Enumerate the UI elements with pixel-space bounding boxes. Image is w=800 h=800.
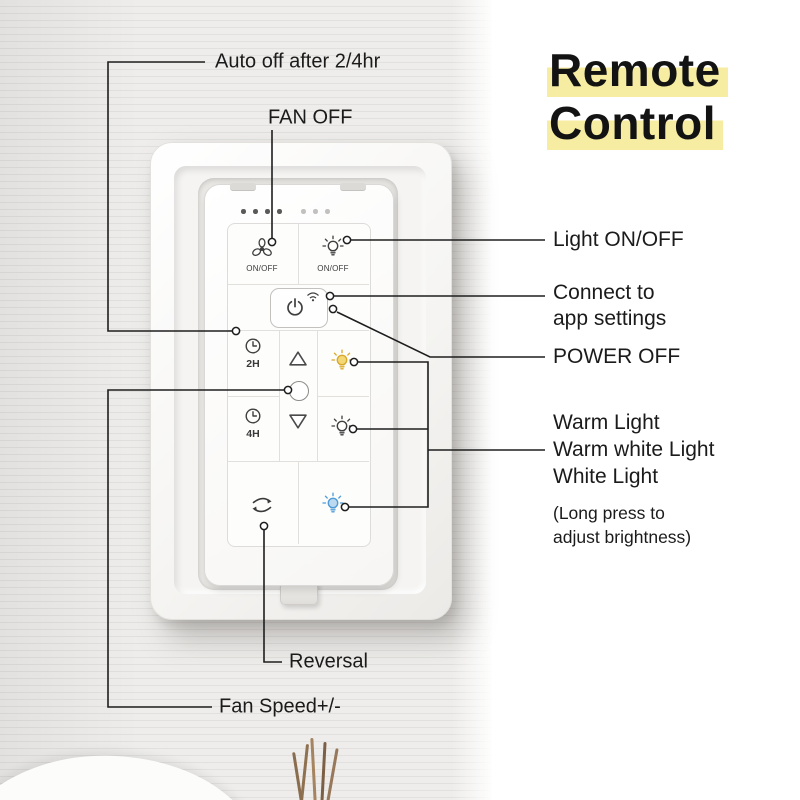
callout-warm-white-light: Warm white Light [553, 438, 715, 461]
callout-fan-off: FAN OFF [268, 106, 353, 129]
long-press-line2: adjust brightness) [553, 527, 692, 547]
warm-light-bulb-icon [331, 349, 353, 370]
long-press-line1: (Long press to [553, 503, 665, 523]
grid-divider [279, 330, 280, 461]
timer-2h-label: 2H [246, 358, 260, 370]
grid-divider [298, 461, 299, 544]
clip-slot [340, 183, 366, 191]
down-triangle-icon [289, 414, 307, 429]
callout-power-off: POWER OFF [553, 345, 681, 368]
callout-white-light: White Light [553, 465, 659, 488]
up-triangle-icon [289, 351, 307, 366]
callout-light-modes: Warm Light Warm white Light White Light [553, 409, 714, 490]
led-indicator [325, 209, 330, 214]
led-indicator [241, 209, 246, 214]
grid-divider [317, 396, 369, 397]
page-title: Remote Control [547, 44, 728, 150]
fan-icon [252, 238, 272, 256]
led-indicator [277, 209, 282, 214]
callout-connect-app: Connect to app settings [553, 280, 666, 332]
led-indicator [301, 209, 306, 214]
callout-connect-line1: Connect to [553, 281, 655, 304]
callout-warm-light: Warm Light [553, 411, 660, 434]
grid-divider [298, 224, 299, 284]
fan-onoff-label: ON/OFF [246, 264, 278, 273]
grid-divider [228, 284, 369, 285]
timer-clock-icon [245, 338, 261, 354]
white-light-bulb-icon [322, 492, 344, 513]
callout-fan-speed: Fan Speed+/- [219, 695, 341, 718]
light-bulb-icon [322, 235, 344, 256]
power-icon [287, 298, 303, 316]
clip-slot [230, 183, 256, 191]
grid-divider [228, 330, 369, 331]
callout-light-on-off: Light ON/OFF [553, 228, 684, 251]
light-onoff-label: ON/OFF [317, 264, 349, 273]
grid-divider [228, 396, 279, 397]
timer-clock-icon [245, 408, 261, 424]
callout-reversal: Reversal [289, 650, 368, 673]
timer-4h-label: 4H [246, 428, 260, 440]
title-line-2: Control [547, 97, 724, 150]
callout-long-press-note: (Long press to adjust brightness) [553, 501, 691, 549]
grid-divider [317, 330, 318, 461]
wifi-icon [307, 292, 319, 302]
led-indicator [265, 209, 270, 214]
title-line-1: Remote [547, 44, 728, 97]
led-indicator [253, 209, 258, 214]
reversal-arrows-icon [252, 497, 272, 513]
led-indicator [313, 209, 318, 214]
wall-corner-shade [0, 0, 140, 800]
callout-connect-line2: app settings [553, 307, 667, 330]
callout-auto-off: Auto off after 2/4hr [215, 50, 381, 73]
